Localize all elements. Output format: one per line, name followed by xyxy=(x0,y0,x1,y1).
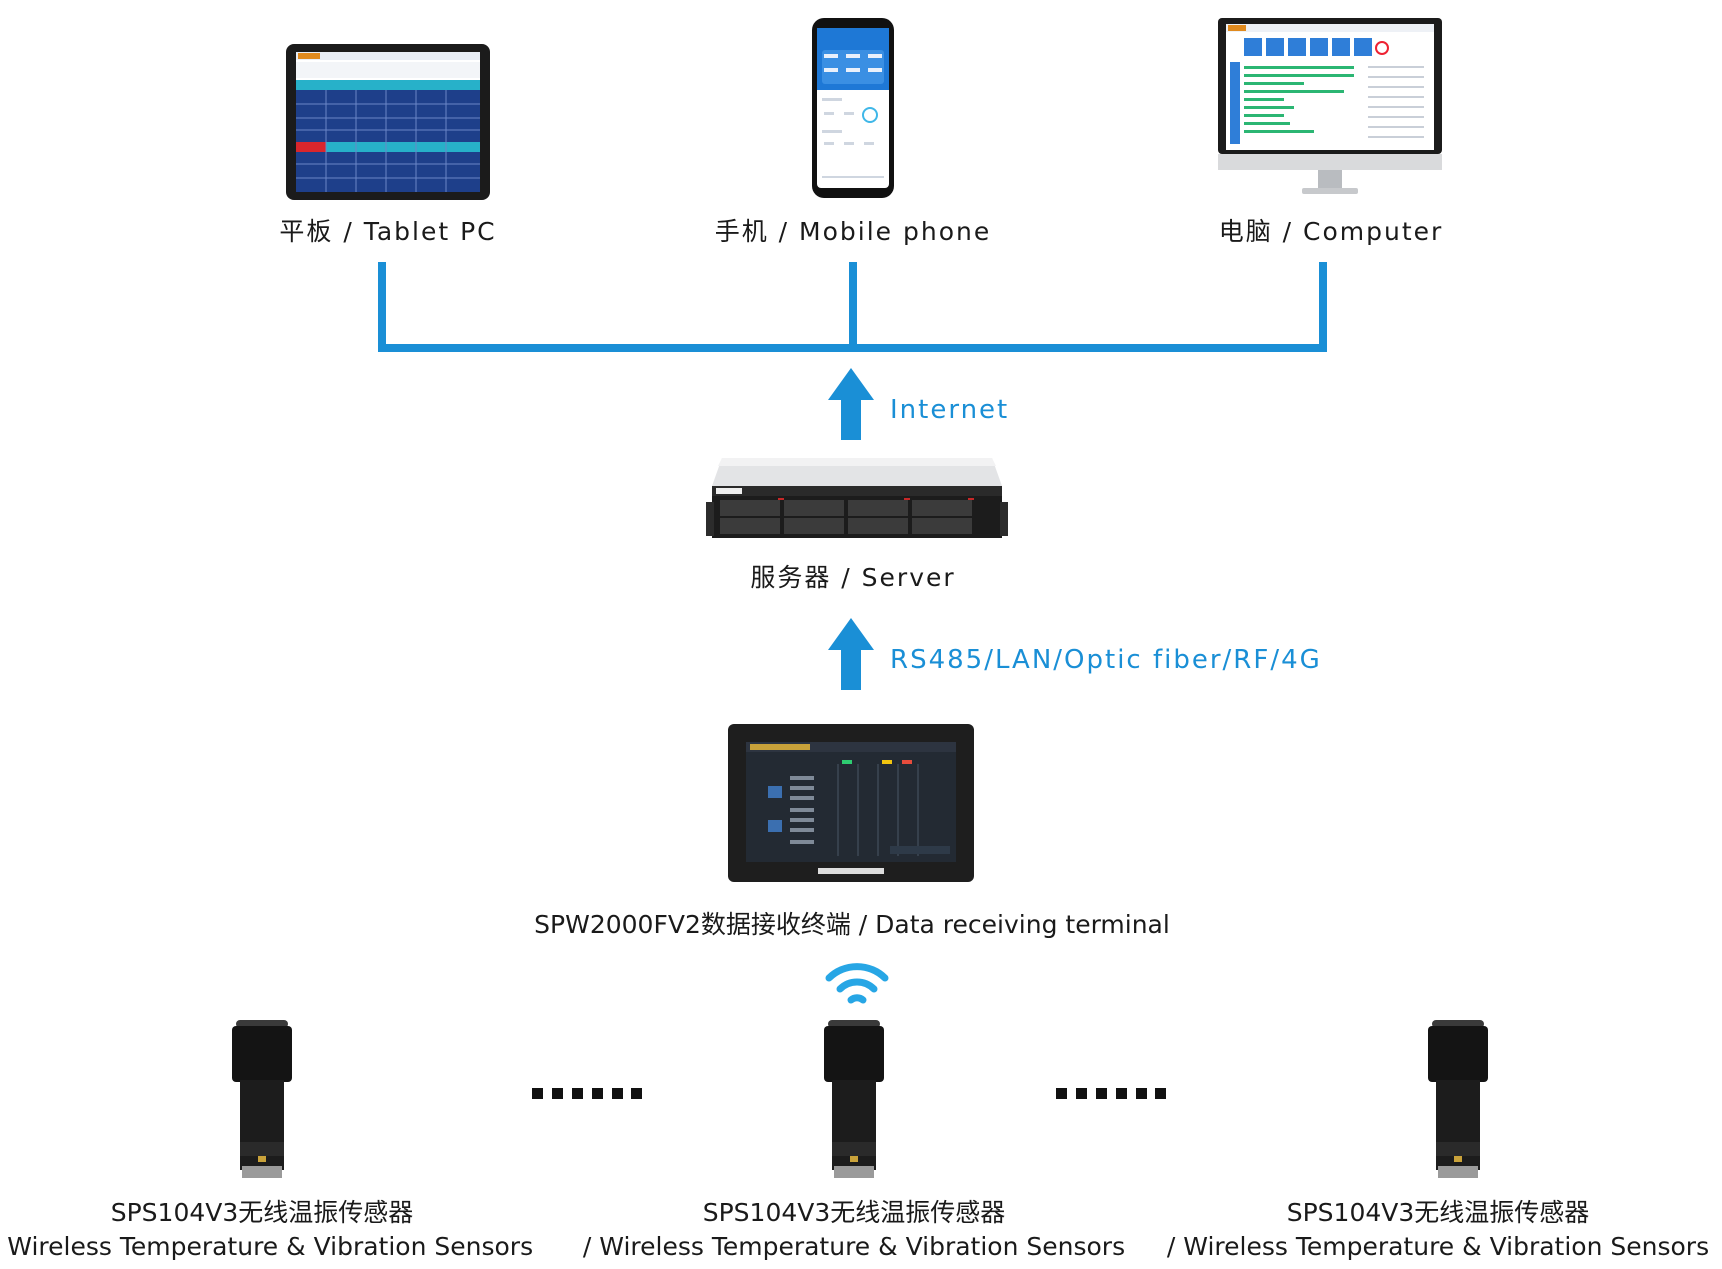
server-label: 服务器 / Server xyxy=(750,563,956,592)
link-protocols-label: RS485/LAN/Optic fiber/RF/4G xyxy=(890,645,1322,675)
bus-line xyxy=(378,344,1327,352)
internet-label: Internet xyxy=(890,395,1010,425)
sensor-device-2 xyxy=(822,1020,886,1180)
computer-device xyxy=(1218,18,1442,196)
sensor-icon xyxy=(232,1020,292,1178)
tablet-device xyxy=(286,44,490,200)
tablet-label: 平板 / Tablet PC xyxy=(279,217,497,246)
sensor-icon xyxy=(1428,1020,1488,1178)
server-device xyxy=(706,458,1008,542)
sensor-label-2: SPS104V3无线温振传感器 / Wireless Temperature &… xyxy=(574,1196,1134,1264)
sensor-label-1-line1: SPS104V3无线温振传感器 xyxy=(110,1198,414,1227)
computer-monitor-icon xyxy=(1218,18,1442,194)
sensor-label-1: SPS104V3无线温振传感器 / Wireless Temperature &… xyxy=(0,1196,542,1264)
mobile-phone-icon xyxy=(812,18,894,198)
mobile-drop-line xyxy=(849,262,857,352)
sensor-label-1-line2: / Wireless Temperature & Vibration Senso… xyxy=(0,1232,534,1261)
wifi-icon xyxy=(825,963,889,1004)
mobile-device xyxy=(812,18,894,198)
sensor-label-2-line2: / Wireless Temperature & Vibration Senso… xyxy=(582,1232,1126,1261)
tablet-drop-line xyxy=(378,262,386,352)
sensor-label-3: SPS104V3无线温振传感器 / Wireless Temperature &… xyxy=(1158,1196,1718,1264)
terminal-icon xyxy=(728,724,974,882)
computer-label: 电脑 / Computer xyxy=(1218,217,1444,246)
sensor-device-3 xyxy=(1426,1020,1490,1180)
tablet-icon xyxy=(286,44,490,200)
server-icon xyxy=(706,458,1008,538)
arrow-up-icon xyxy=(828,368,874,440)
terminal-device xyxy=(728,724,974,882)
ellipsis-dots-left xyxy=(532,1088,642,1099)
sensor-device-1 xyxy=(230,1020,294,1180)
sensor-label-3-line2: / Wireless Temperature & Vibration Senso… xyxy=(1166,1232,1710,1261)
ellipsis-dots-right xyxy=(1056,1088,1166,1099)
sensor-icon xyxy=(824,1020,884,1178)
sensor-label-3-line1: SPS104V3无线温振传感器 xyxy=(1286,1198,1590,1227)
sensor-label-2-line1: SPS104V3无线温振传感器 xyxy=(702,1198,1006,1227)
arrow-up-icon xyxy=(828,618,874,690)
terminal-label: SPW2000FV2数据接收终端 / Data receiving termin… xyxy=(534,910,1170,939)
mobile-label: 手机 / Mobile phone xyxy=(714,217,992,246)
computer-drop-line xyxy=(1319,262,1327,352)
